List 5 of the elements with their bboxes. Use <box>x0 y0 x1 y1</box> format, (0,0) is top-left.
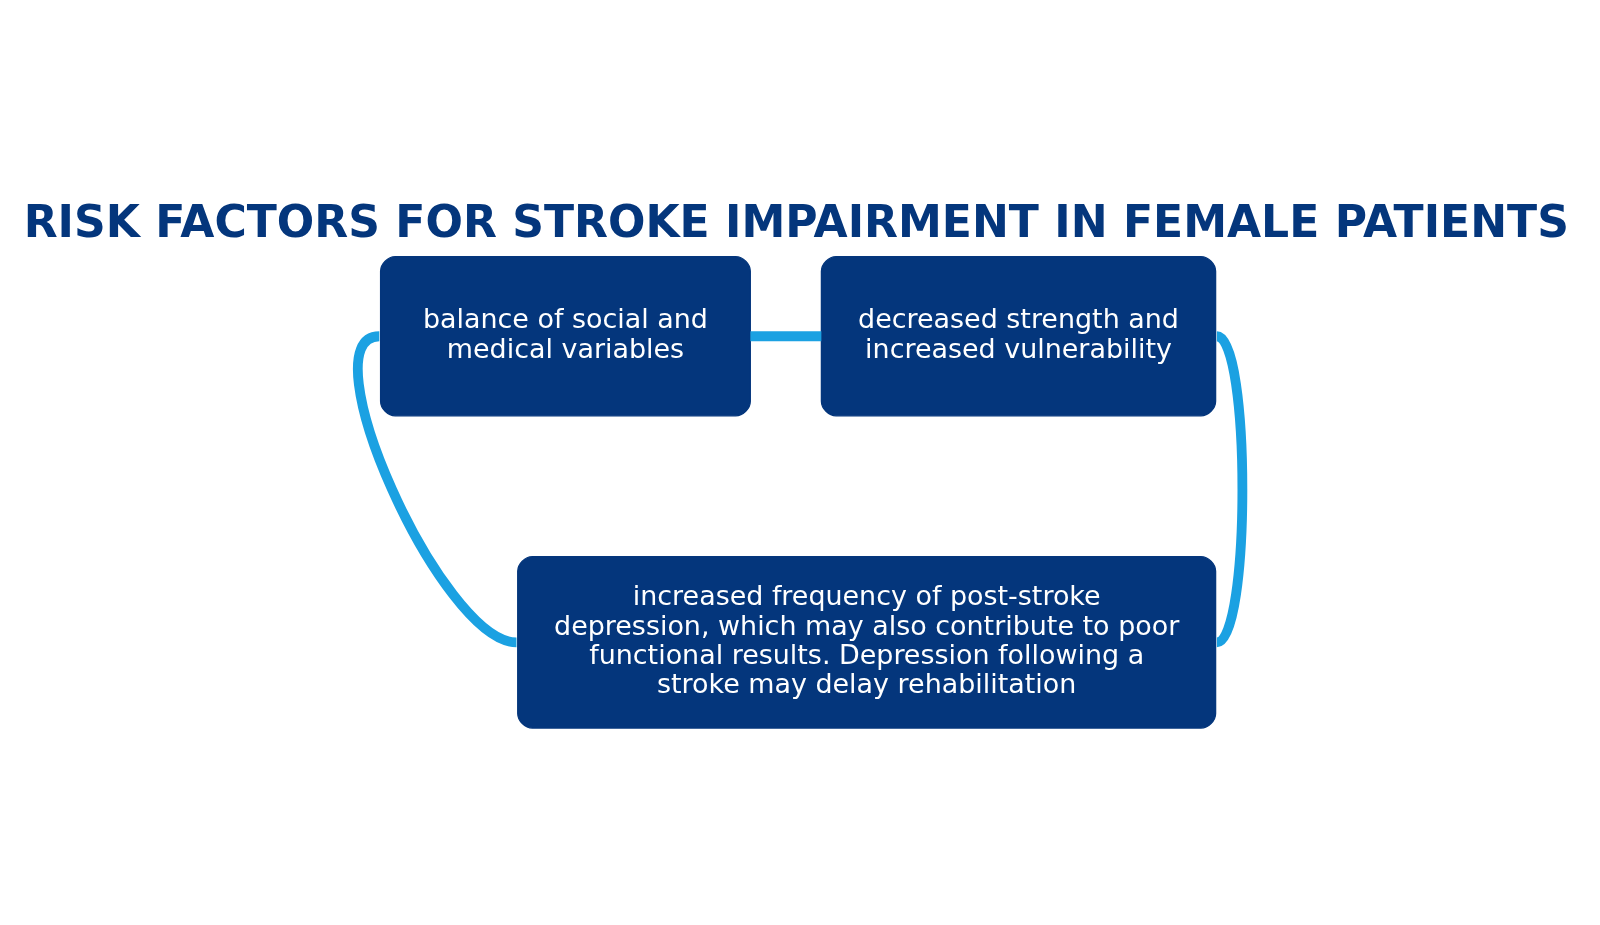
node-box: increased frequency of post-stroke depression, which may also contribute to poor functional results. Depression following a stroke may delay rehabilitation <box>517 555 1217 729</box>
diagram-title: RISK FACTORS FOR STROKE IMPAIRMENT IN FEMALE PATIENTS <box>23 195 1569 247</box>
node-box: decreased strength and increased vulnerability <box>820 255 1217 416</box>
connector <box>750 330 822 341</box>
node-box: balance of social and medical variables <box>379 255 751 416</box>
